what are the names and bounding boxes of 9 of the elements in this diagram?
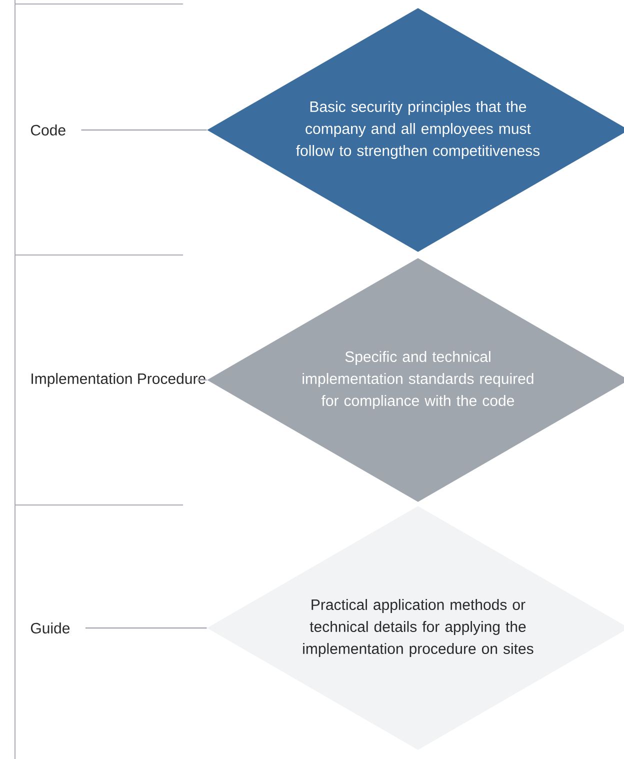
- diamond-box: Practical application methods or technical details for applying the implementation procedure on sites: [207, 506, 624, 750]
- section-label: Guide: [30, 622, 70, 634]
- section-label: Code: [30, 124, 66, 136]
- diamond-box: Specific and technical implementation standards required for compliance with the code: [207, 258, 624, 502]
- diamond-box: Basic security principles that the company and all employees must follow to strengthen competitiveness: [207, 8, 624, 252]
- section-label: Implementation Procedure: [32, 373, 206, 387]
- connector-line: [81, 129, 207, 131]
- connector-line: [85, 627, 207, 629]
- connector-line: [197, 379, 207, 381]
